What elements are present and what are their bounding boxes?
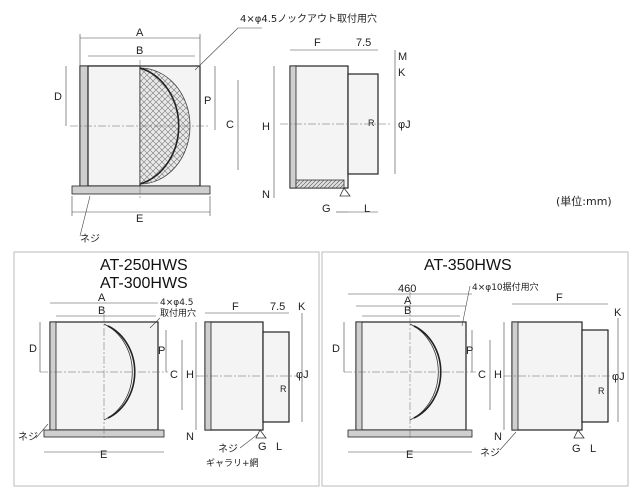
dim-B-label: B [136, 45, 143, 57]
right-hole-note: 4×φ10据付用穴 [472, 281, 539, 293]
left-dim-J-label: φJ [296, 369, 309, 381]
dim-D-label: D [54, 91, 62, 103]
top-side-gallery [295, 179, 345, 189]
dim-E-label: E [136, 213, 143, 225]
left-dim-P-label: P [158, 345, 165, 357]
top-front-base [71, 185, 211, 195]
left-dim-D-label: D [29, 343, 37, 355]
dim-J-label: φJ [398, 119, 411, 131]
right-dim-460-label: 460 [398, 283, 416, 295]
dim-P-label: P [204, 95, 211, 107]
right-dim-A-label: A [404, 295, 412, 307]
right-dim-L-label: L [590, 443, 596, 455]
left-hole-note-line1: 4×φ4.5 [160, 298, 194, 308]
right-dim-P-label: P [466, 345, 473, 357]
top-side-view: F 7.5 M K φJ R H N G L [262, 37, 411, 215]
right-front-body [355, 321, 467, 431]
left-side-view: F 7.5 K φJ R H N G L ネジ ギャラリ+網 [186, 301, 309, 469]
top-side-drip [339, 187, 351, 197]
right-dim-F-label: F [556, 292, 563, 304]
dim-H-label: H [262, 121, 270, 133]
left-dim-7-5-label: 7.5 [270, 301, 285, 313]
right-dim-K-label: K [614, 307, 622, 319]
dim-C-label: C [226, 119, 234, 131]
left-dim-C-label: C [170, 369, 178, 381]
left-dim-G-label: G [258, 441, 267, 453]
right-dim-J-label: φJ [612, 371, 625, 383]
top-screw-leader [79, 195, 91, 237]
dim-F-label: F [314, 37, 321, 49]
right-dim-R-label: R [598, 386, 605, 396]
panel-left-frame [13, 251, 320, 487]
right-dim-D-label: D [332, 343, 340, 355]
dim-N-label: N [262, 189, 270, 201]
top-side-back-flange [289, 65, 297, 189]
dim-K-label: K [398, 67, 406, 79]
left-dim-H-label: H [186, 369, 194, 381]
unit-note: (単位:mm) [556, 194, 612, 208]
left-dim-L-label: L [276, 441, 282, 453]
dim-L-label: L [364, 203, 370, 215]
left-side-duct [262, 331, 290, 423]
left-dim-B-label: B [98, 305, 105, 317]
top-side-body [289, 65, 349, 189]
left-dim-N-label: N [186, 431, 194, 443]
right-dim-B-label: B [404, 305, 411, 317]
left-dim-A-label: A [98, 292, 106, 304]
dim-7-5-label: 7.5 [356, 37, 371, 49]
left-front-arc [103, 323, 133, 421]
dim-A-label: A [136, 27, 144, 39]
right-screw-label: ネジ [480, 447, 500, 459]
panel-right-frame [321, 251, 629, 487]
left-dim-R-label: R [280, 384, 287, 394]
dim-R-label: R [368, 118, 375, 128]
left-screw-label: ネジ [18, 431, 38, 443]
left-title-line1: AT-250HWS [100, 257, 188, 274]
right-side-view: F K φJ R H N G L ネジ [480, 292, 625, 459]
knockout-leader [194, 27, 239, 71]
left-dim-F-label: F [232, 301, 239, 313]
right-dim-E-label: E [406, 449, 413, 461]
left-hole-note-line2: 取付用穴 [160, 307, 196, 319]
knockout-note: 4×φ4.5ノックアウト取付用穴 [240, 12, 377, 25]
left-dim-E-label: E [100, 449, 107, 461]
right-dim-C-label: C [478, 369, 486, 381]
right-title: AT-350HWS [424, 257, 512, 274]
left-front-view: A B D P C E ネジ 4×φ4.5 取付用穴 [18, 292, 196, 461]
left-dim-K-label: K [298, 301, 306, 313]
top-front-view: A B D P C E ネジ 4×φ4.5ノックアウト取付用穴 [54, 12, 377, 245]
left-gallery-note: ギャラリ+網 [206, 457, 259, 469]
right-dim-N-label: N [494, 431, 502, 443]
dim-M-label: M [398, 51, 407, 63]
dim-G-label: G [322, 203, 331, 215]
right-front-view: 460 A B D P C E 4×φ10据付用穴 [332, 281, 539, 461]
left-title-line2: AT-300HWS [100, 275, 188, 292]
right-dim-H-label: H [494, 369, 502, 381]
top-screw-label: ネジ [80, 233, 100, 245]
left-side-screw-label: ネジ [218, 443, 238, 455]
right-dim-G-label: G [572, 443, 581, 455]
